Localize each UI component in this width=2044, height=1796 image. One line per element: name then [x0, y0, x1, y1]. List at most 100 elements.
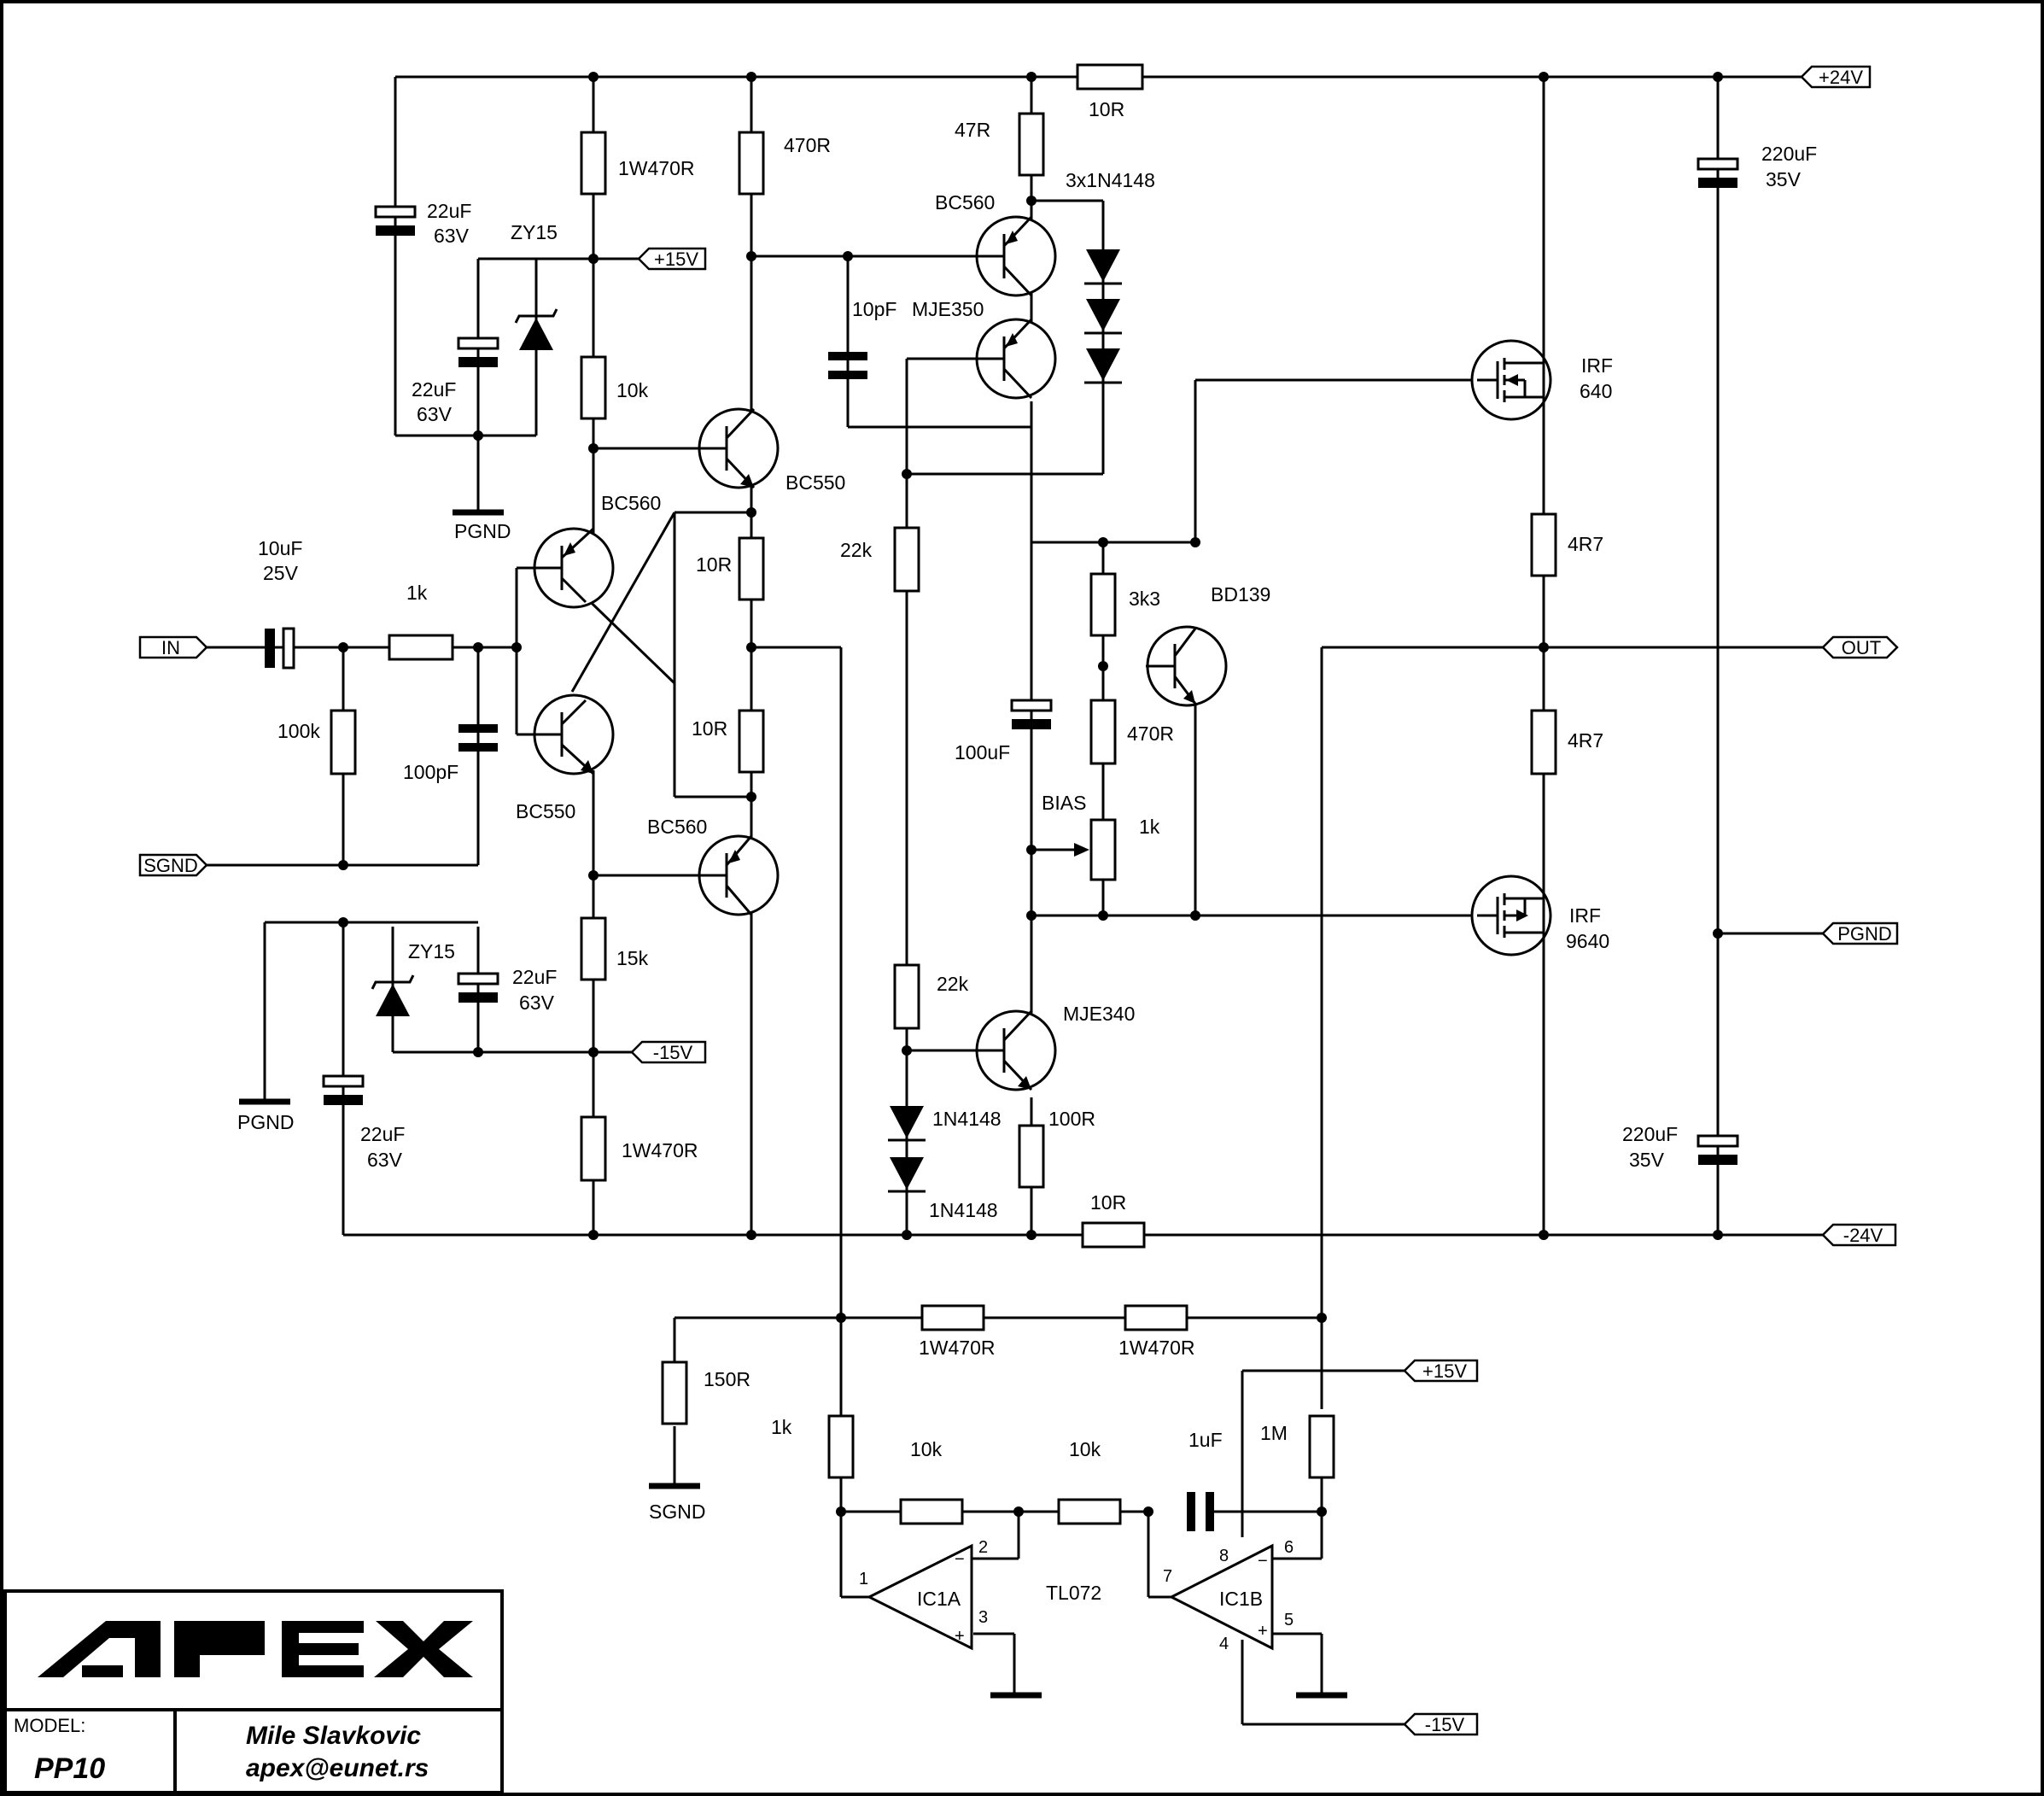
svg-text:+: +: [955, 1627, 965, 1646]
transistor-mje350: [975, 318, 1057, 400]
capacitor-10pf: [828, 352, 867, 379]
zener-zy15-bottom: [371, 974, 415, 1016]
svg-text:7: 7: [1163, 1567, 1172, 1586]
svg-text:10uF: 10uF: [258, 537, 302, 559]
svg-text:100R: 100R: [1048, 1108, 1095, 1130]
svg-text:6: 6: [1284, 1538, 1294, 1557]
svg-text:100pF: 100pF: [403, 761, 458, 783]
diode-1n4148-b: [890, 1157, 924, 1190]
svg-text:1k: 1k: [771, 1416, 792, 1438]
svg-text:-15V: -15V: [1425, 1714, 1465, 1735]
title-block: MODEL: PP10 Mile Slavkovic apex@eunet.rs: [3, 1589, 504, 1794]
svg-text:IC1B: IC1B: [1219, 1588, 1263, 1610]
junctions: [338, 72, 1723, 1517]
svg-text:1N4148: 1N4148: [929, 1199, 998, 1221]
resistor-10r-b: [738, 709, 765, 774]
svg-text:220uF: 220uF: [1622, 1123, 1678, 1145]
svg-text:OUT: OUT: [1842, 637, 1881, 658]
svg-text:47R: 47R: [955, 119, 990, 141]
ports: IN SGND +24V OUT PGND -24V +15V -15V: [138, 65, 1899, 1736]
diodes: [371, 249, 1122, 1193]
svg-text:PGND: PGND: [454, 520, 511, 542]
svg-text:15k: 15k: [616, 947, 649, 969]
svg-text:10R: 10R: [692, 717, 727, 740]
svg-text:63V: 63V: [434, 225, 470, 247]
port-minus15v-mid: -15V: [630, 1040, 707, 1064]
svg-text:1W470R: 1W470R: [919, 1337, 995, 1359]
svg-text:22uF: 22uF: [360, 1123, 405, 1145]
zener-zy15-top: [514, 308, 558, 350]
transistor-bc560-diff: [533, 527, 615, 609]
transistor-bd139: [1146, 625, 1228, 707]
port-plus15v-top: +15V: [637, 247, 707, 271]
svg-text:1uF: 1uF: [1188, 1429, 1223, 1451]
svg-text:63V: 63V: [367, 1149, 403, 1171]
bias-potentiometer: [1089, 818, 1117, 881]
transistor-bc560-top: [975, 215, 1057, 297]
svg-text:1W470R: 1W470R: [1118, 1337, 1194, 1359]
svg-text:5: 5: [1284, 1611, 1294, 1629]
resistor-1w470r-bottom: [580, 1115, 607, 1182]
capacitor-220uf-bottom: [1697, 1134, 1739, 1165]
svg-text:63V: 63V: [417, 403, 453, 425]
resistor-100k: [330, 709, 357, 775]
svg-text:25V: 25V: [263, 562, 299, 584]
svg-text:PGND: PGND: [1837, 923, 1892, 945]
svg-text:640: 640: [1580, 380, 1612, 402]
port-out: OUT: [1821, 635, 1899, 659]
svg-text:1W470R: 1W470R: [622, 1139, 698, 1161]
svg-text:4: 4: [1219, 1635, 1229, 1653]
port-plus24v: +24V: [1800, 65, 1872, 89]
resistor-1w470r-fb2: [1124, 1304, 1188, 1331]
svg-text:2: 2: [978, 1538, 988, 1557]
svg-text:10pF: 10pF: [852, 298, 896, 320]
resistor-470r-top: [738, 131, 765, 196]
svg-text:10R: 10R: [1089, 98, 1124, 120]
transistors: [533, 215, 1552, 1091]
resistor-4r7-top: [1530, 512, 1557, 577]
svg-text:1k: 1k: [1139, 816, 1160, 838]
transistor-irf9640: [1470, 875, 1552, 957]
svg-text:BIAS: BIAS: [1042, 792, 1086, 814]
svg-text:1N4148: 1N4148: [932, 1108, 1002, 1130]
resistor-470r-bias: [1089, 699, 1117, 765]
svg-text:BC560: BC560: [601, 492, 661, 514]
svg-text:22uF: 22uF: [427, 200, 471, 222]
capacitor-100uf: [1010, 699, 1053, 729]
svg-text:BC560: BC560: [647, 816, 707, 838]
port-pgnd: PGND: [1821, 921, 1899, 945]
resistor-1w470r-fb1: [920, 1304, 985, 1331]
svg-text:1: 1: [859, 1570, 868, 1588]
transistor-irf640: [1470, 339, 1552, 421]
resistor-1k-feedback: [827, 1414, 855, 1479]
capacitor-22uf-c: [457, 972, 499, 1003]
capacitors: [265, 157, 1739, 1531]
svg-text:470R: 470R: [1127, 722, 1174, 745]
svg-text:BC550: BC550: [785, 471, 845, 494]
resistor-10k-top: [580, 355, 607, 420]
svg-text:22uF: 22uF: [512, 966, 557, 988]
resistor-10k-a: [899, 1498, 964, 1525]
svg-text:63V: 63V: [519, 992, 555, 1014]
svg-text:10R: 10R: [1090, 1191, 1126, 1214]
capacitor-10uf: [265, 627, 295, 670]
svg-text:-24V: -24V: [1843, 1225, 1883, 1246]
svg-text:150R: 150R: [704, 1368, 750, 1390]
svg-text:SGND: SGND: [143, 855, 198, 876]
svg-text:100uF: 100uF: [955, 741, 1010, 763]
resistor-150r: [661, 1360, 688, 1425]
opamp-ic1b: [1168, 1543, 1274, 1651]
port-sgnd: SGND: [138, 853, 208, 877]
capacitor-22uf-b: [457, 336, 499, 367]
resistor-100r: [1018, 1124, 1045, 1189]
svg-text:PGND: PGND: [237, 1111, 294, 1133]
component-labels: 1W470R 470R 47R 10R 3x1N4148 BC560 MJE35…: [237, 98, 1817, 1610]
svg-text:3k3: 3k3: [1129, 588, 1160, 610]
resistor-22k-bottom: [893, 963, 920, 1030]
ground-symbols: [239, 509, 1347, 1699]
svg-text:10k: 10k: [1069, 1438, 1101, 1460]
svg-text:1W470R: 1W470R: [618, 157, 694, 179]
diode-1n4148-stack-1: [1086, 249, 1120, 282]
resistor-1w470r-top: [580, 131, 607, 196]
